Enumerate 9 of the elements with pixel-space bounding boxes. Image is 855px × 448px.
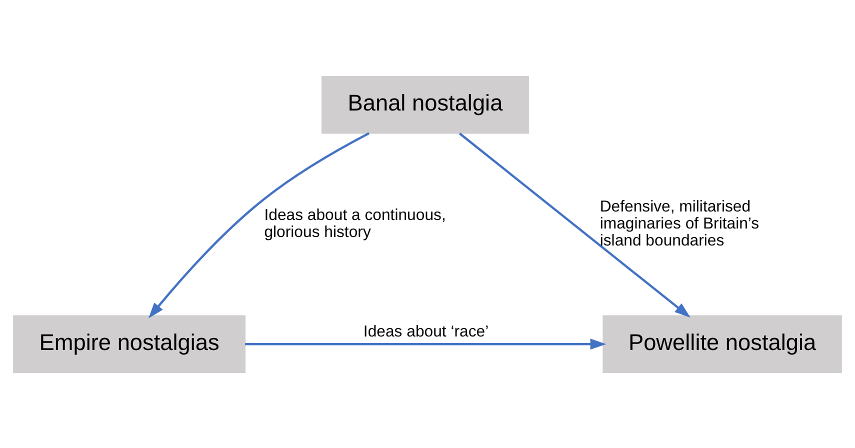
arrow [245,338,606,350]
node-box: Empire nostalgias [13,314,246,373]
edge-label: Defensive, militarised imaginaries of Britain’s island boundaries [600,198,760,250]
edge-label: Ideas about a continuous, glorious history [264,206,446,241]
arrow [148,132,370,318]
edge-label: Ideas about ‘race’ [363,322,489,340]
node-box: Banal nostalgia [321,75,529,134]
arrow [458,132,690,318]
node-box: Powellite nostalgia [602,314,842,373]
